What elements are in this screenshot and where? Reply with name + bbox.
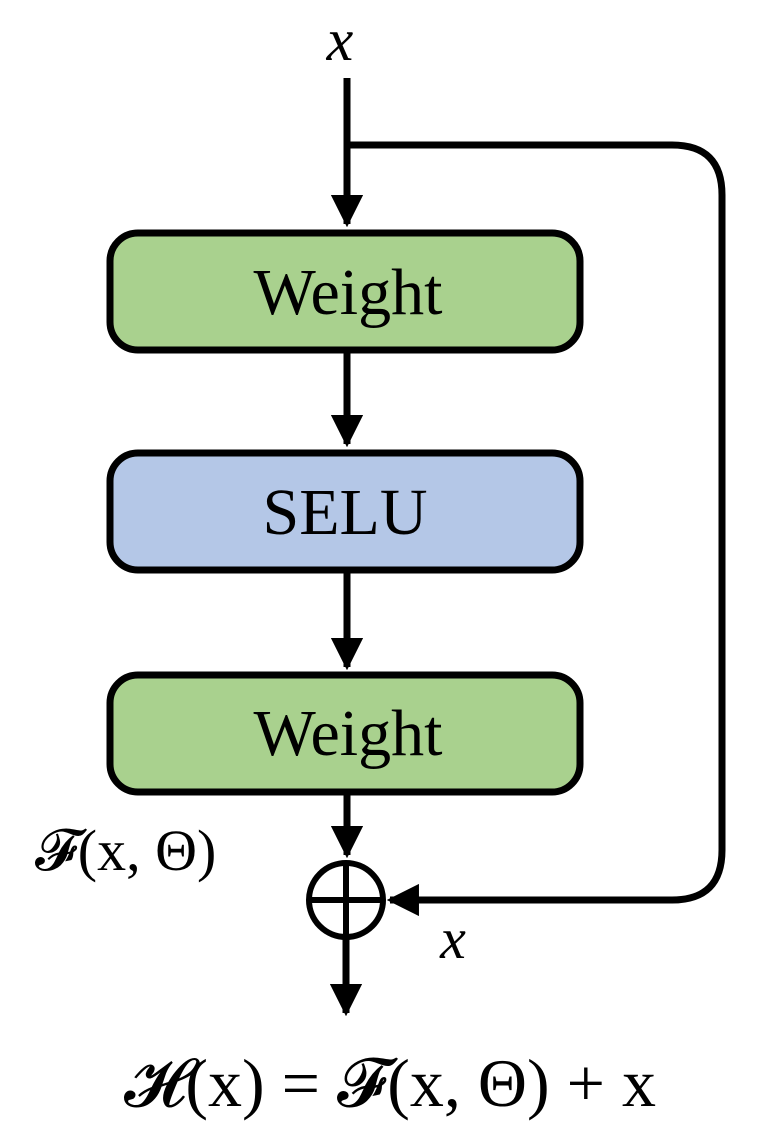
sum-node <box>306 860 386 940</box>
selu-block-label: SELU <box>263 476 428 549</box>
input-label: x <box>326 7 354 73</box>
weight-block-2 <box>106 671 584 796</box>
selu-block <box>106 449 584 574</box>
output-equation: 𝓗(x) = 𝓕(x, Θ) + x <box>124 1045 656 1121</box>
skip-label: x <box>439 906 466 971</box>
weight-block-1-label: Weight <box>254 256 443 329</box>
skip-connection <box>347 141 726 917</box>
weight-block-1 <box>106 229 584 354</box>
weight-block-2-label: Weight <box>254 697 443 770</box>
residual-label: 𝓕(x, Θ) <box>35 818 216 883</box>
